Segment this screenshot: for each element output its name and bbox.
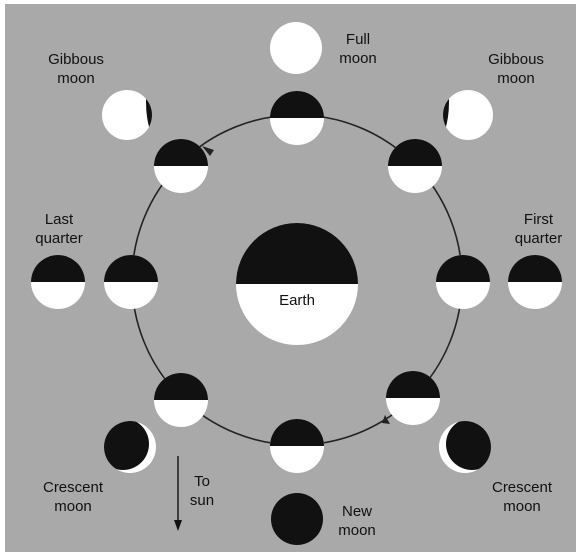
orbit-moon-bottom <box>270 419 324 473</box>
crescent-moon-right-label: Crescent moon <box>477 478 567 516</box>
new-moon-label: New moon <box>327 502 387 540</box>
full-moon-label: Full moon <box>328 30 388 68</box>
last-quarter-label: Last quarter <box>24 210 94 248</box>
full-moon-phase <box>270 22 322 74</box>
last-quarter-moon-phase <box>31 255 85 309</box>
first-quarter-moon-phase <box>508 255 562 309</box>
crescent-moon-right-phase <box>439 418 498 473</box>
to-sun-arrow <box>174 456 182 531</box>
crescent-moon-left-label: Crescent moon <box>28 478 118 516</box>
to-sun-label: To sun <box>182 472 222 510</box>
orbit-moon-upper-left <box>154 139 208 193</box>
crescent-moon-left-phase <box>97 418 156 473</box>
orbit-moon-top <box>270 91 324 145</box>
orbit-moon-left <box>104 255 158 309</box>
first-quarter-label: First quarter <box>501 210 576 248</box>
orbit-moon-lower-left <box>154 373 208 427</box>
orbit-moon-lower-right <box>386 371 440 425</box>
orbit-moon-right <box>436 255 490 309</box>
new-moon-phase <box>271 493 323 545</box>
gibbous-moon-right-label: Gibbous moon <box>476 50 556 88</box>
orbit-moon-upper-right <box>388 139 442 193</box>
earth-label: Earth <box>257 291 337 310</box>
earth <box>236 223 358 345</box>
gibbous-moon-left-label: Gibbous moon <box>36 50 116 88</box>
